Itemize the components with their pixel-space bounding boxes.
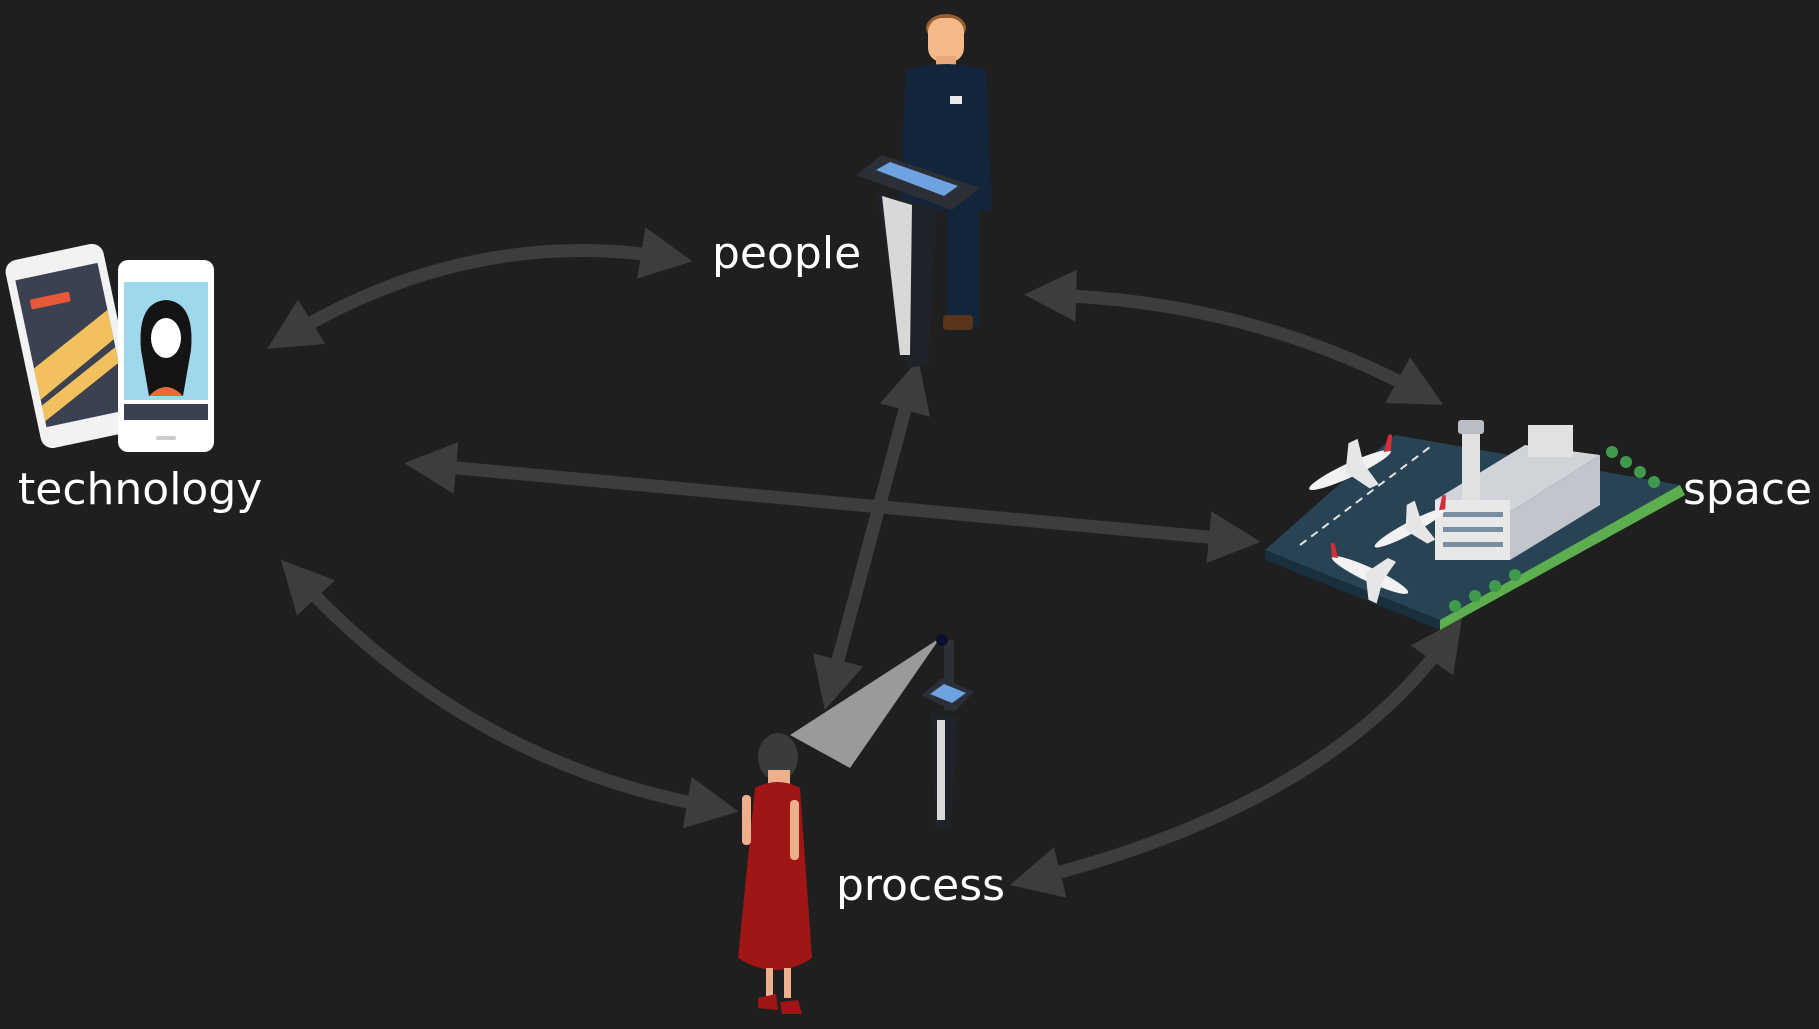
arrow-technology-space (404, 441, 1261, 564)
connection-arrows (267, 227, 1463, 898)
smartphones-illustration (5, 243, 214, 452)
podium-icon (856, 155, 980, 368)
tree-row (1449, 446, 1660, 612)
node-label-space: space (1683, 464, 1813, 515)
airplane-icons (1309, 434, 1446, 604)
officer-illustration (856, 14, 992, 368)
airport-illustration (1265, 420, 1685, 630)
arrow-technology-process (280, 559, 739, 829)
face-scan-icon (140, 300, 192, 396)
arrow-people-process (812, 359, 931, 711)
terminal-building (1435, 420, 1600, 560)
kiosk-icon (922, 634, 974, 830)
scan-beam (790, 638, 940, 768)
traveler-figure (738, 733, 812, 1014)
traveler-kiosk-illustration (738, 634, 974, 1014)
arrow-space-process (1009, 618, 1463, 898)
node-label-people: people (712, 228, 862, 279)
arrow-people-space (1024, 269, 1444, 405)
arrow-people-technology (267, 227, 693, 349)
node-label-technology: technology (18, 464, 263, 515)
node-label-process: process (836, 860, 1006, 911)
